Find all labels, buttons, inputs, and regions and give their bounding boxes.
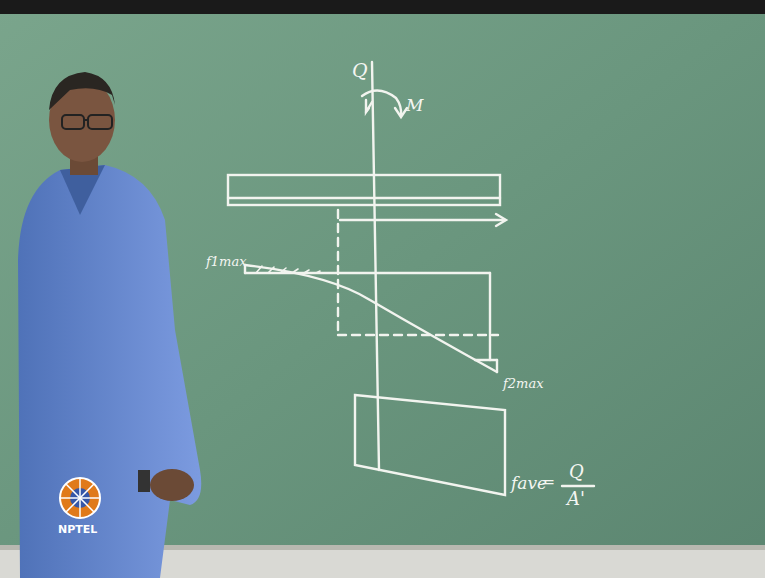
fraction-numerator: Q bbox=[569, 462, 584, 482]
flange-rect bbox=[228, 175, 500, 205]
moment-label: M bbox=[406, 96, 423, 115]
nptel-logo bbox=[60, 478, 100, 518]
hatching bbox=[256, 266, 320, 273]
lecturer bbox=[18, 72, 201, 578]
load-axis bbox=[372, 62, 379, 470]
stress-line bbox=[245, 265, 497, 372]
dimension-arrow bbox=[340, 219, 505, 221]
equals-sign: = bbox=[541, 472, 555, 491]
load-label: Q bbox=[352, 60, 368, 81]
fraction-denominator: A' bbox=[567, 489, 585, 509]
average-stress-block bbox=[355, 395, 505, 495]
moment-arrow bbox=[362, 90, 401, 116]
stress-label: f2max bbox=[503, 377, 544, 391]
top-frame bbox=[0, 0, 765, 14]
stress-label: f1max bbox=[206, 255, 247, 269]
chalk-sketch bbox=[228, 62, 594, 495]
logo-text: NPTEL bbox=[58, 524, 97, 536]
fraction-bar bbox=[562, 485, 594, 487]
